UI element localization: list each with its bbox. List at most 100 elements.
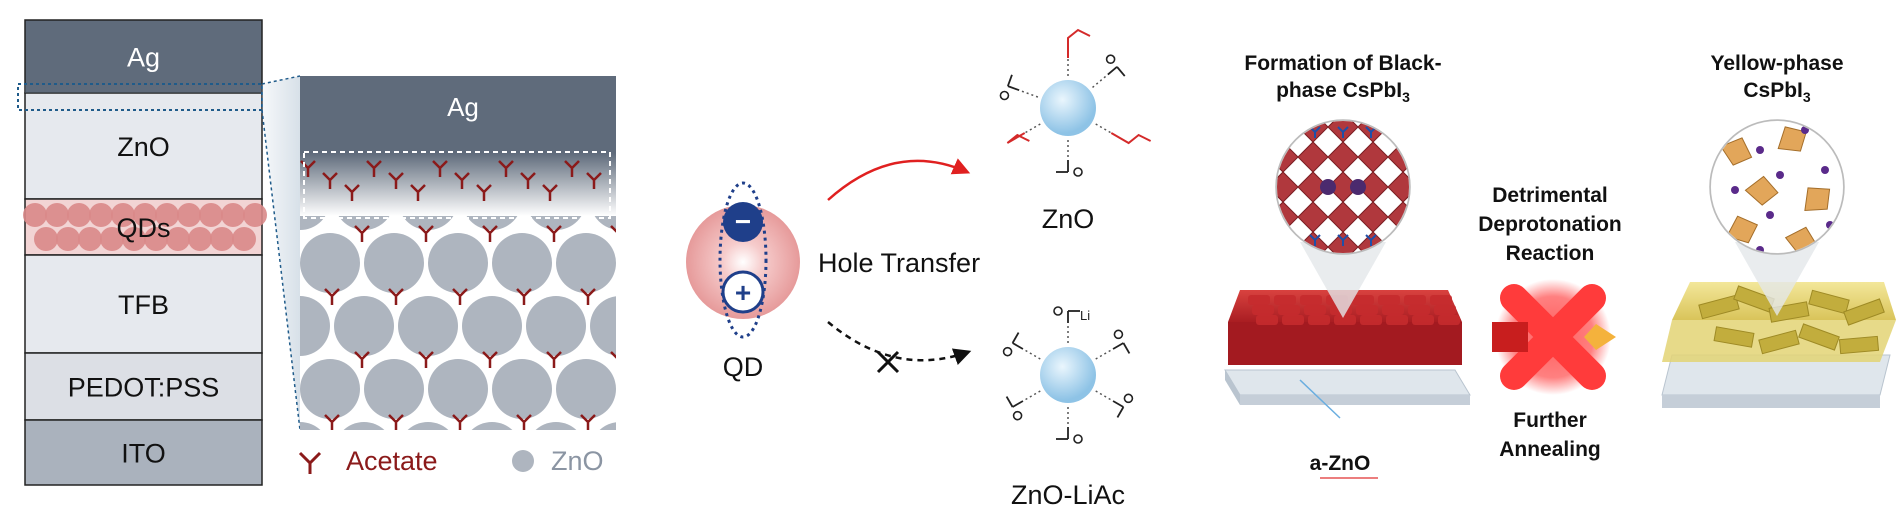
yellow-bubble-cone [1735,242,1819,316]
grain-bump [1386,315,1408,325]
bond-dashed [1024,123,1041,134]
acetate-ligand [709,415,723,431]
exciton-dipole-outline [718,181,768,339]
oxygen-atom [999,90,1010,101]
yellow-octahedron [1726,215,1759,244]
detrimental-label: Detrimental Deprotonation Reaction [1478,184,1621,265]
acetate-ligand [586,172,602,189]
stack-layer-label-1: ZnO [117,132,170,162]
funnel-line-top [261,75,301,85]
carboxylate-bond [1012,400,1024,408]
acetate-ligand [452,288,468,305]
grain-bump [1282,315,1304,325]
acetate-ligand [580,288,596,305]
stack-layer-5 [24,419,263,486]
zno-particle [556,233,616,293]
zno-particle [471,422,513,430]
qd-dot [133,203,157,227]
zno-particle [300,296,330,356]
acetate-ligands [300,160,723,431]
carboxylate-bond [1007,85,1020,92]
zoom-panel [300,76,723,431]
carboxylate-bond [1112,400,1124,408]
acetate-ligand [324,288,340,305]
acetate-ligand [520,172,536,189]
acetate-ligand [498,160,514,177]
acetate-ligand [516,288,532,305]
red-cross-icon [1492,279,1616,395]
yellow-rod [1713,326,1755,348]
zno-particle [343,422,385,430]
stack-layer-0 [24,19,263,94]
grain-bump [1334,315,1356,325]
stack-layer-4 [24,352,263,421]
bond-dashed [1022,390,1041,402]
azno-label: a-ZnO [1310,452,1371,475]
acetate-ligand [610,225,616,233]
plus-sign: + [735,277,751,308]
stack-layer-label-3: TFB [118,290,169,320]
acetate-legend-icon [298,451,322,474]
grain-bump [1408,305,1430,315]
qd-label: QD [723,352,764,382]
qd-dot [45,203,69,227]
zno-particle [599,422,616,430]
grain-bump [1378,295,1400,305]
stack-layer-label-2: QDs [117,213,171,243]
grain-bump [1382,305,1404,315]
grain-bump [1352,295,1374,305]
grain-bump [1256,315,1278,325]
zoom-ag-label: Ag [447,92,479,122]
yellow-octahedron [1720,137,1753,166]
oxygen-atom [1053,306,1063,316]
acetate-ligand [454,172,470,189]
yellow-octahedron [1744,175,1779,206]
hydroxyl-group [1006,132,1030,144]
reaction-line: Reaction [1506,242,1595,265]
zno-particle [334,296,394,356]
acetate-ligand [546,351,562,368]
acetate-ligand [675,226,689,242]
blocked-transfer-arrow [827,321,972,365]
qd-dot [67,203,91,227]
qd-dot [144,227,168,251]
yellow-phase-title-line2: CsPbI3 [1743,79,1811,105]
acetate-ligand [388,414,404,430]
cs-dot [1776,171,1784,179]
zoom-funnel [262,76,300,430]
qd-dot [78,227,102,251]
pbi6-octahedron [1387,231,1409,253]
zno-particle [620,233,680,293]
grain-bump [1412,315,1434,325]
transition-arrow-yellow [1584,324,1616,350]
zno-particle [526,296,586,356]
acetate-ligand [675,352,689,368]
yellow-rod [1838,335,1880,355]
zno-sphere [1040,80,1096,136]
bond-dashed [1095,390,1114,402]
acetate-ligand [516,414,532,430]
zno-particle [492,359,552,419]
zno-particle [620,359,680,419]
azno-pointer-line [1299,379,1341,419]
qd-dot [100,227,124,251]
cs-dot [1756,146,1764,154]
zno-liac-molecule: Li [1002,306,1134,444]
bond-dashed [1095,123,1112,134]
methyl-bond [1122,342,1131,354]
yellow-phase-lattice [1711,121,1843,253]
grain-bump [1248,295,1270,305]
qd-dot [199,203,223,227]
pbi6-octahedron [1327,231,1359,253]
grain-bump [1360,315,1382,325]
grain-bump [1356,305,1378,315]
methyl-bond [1007,74,1013,87]
stack-layer-label-4: PEDOT:PSS [68,373,220,403]
acetate-ligand [580,414,596,430]
bond-dashed [1092,74,1109,89]
black-film-front [1228,322,1462,365]
pbi6-octahedron [1277,231,1299,253]
acetate-ligand [645,289,659,305]
